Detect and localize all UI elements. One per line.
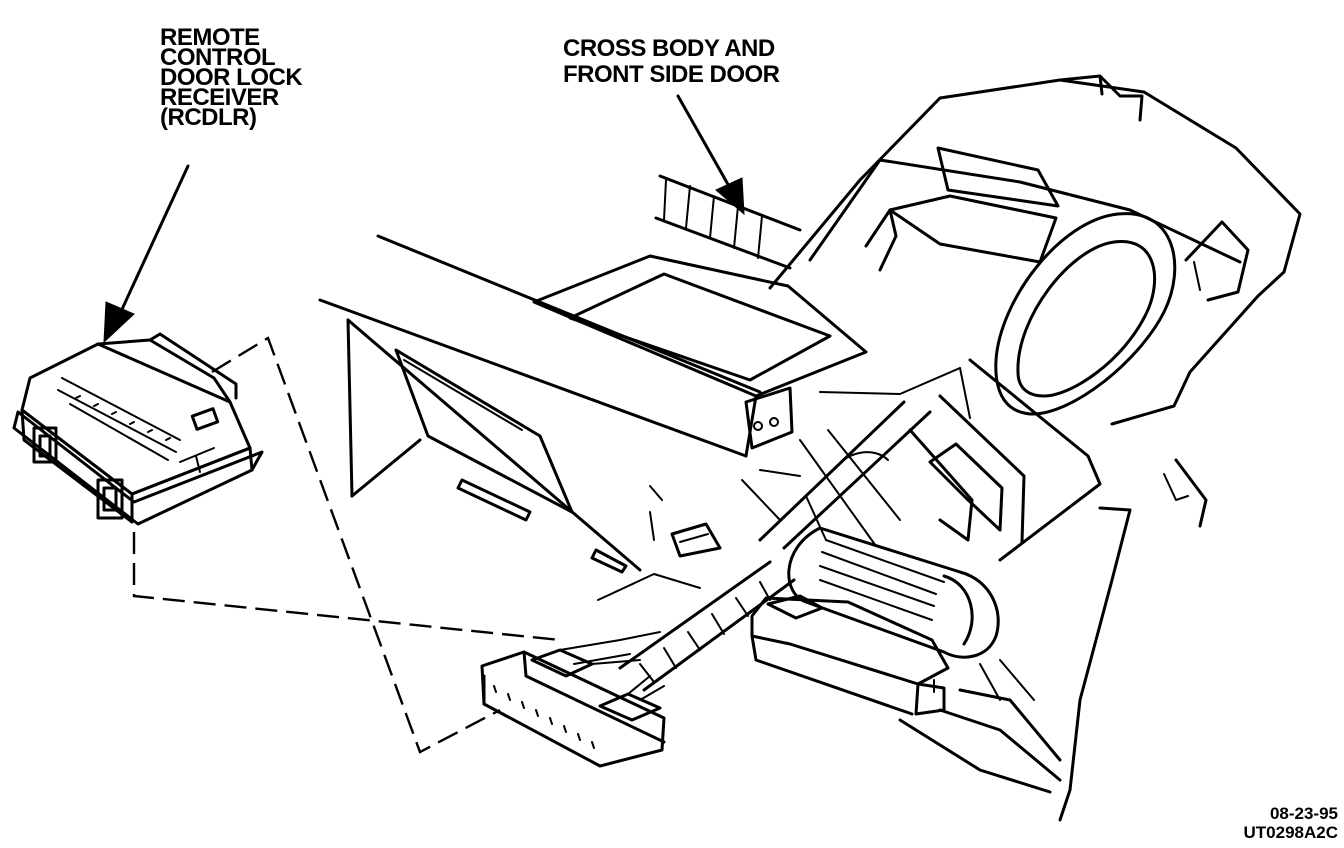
dashed-leader-lines xyxy=(132,336,561,754)
rcdlr-label-line: RECEIVER xyxy=(160,84,279,111)
rcdlr-label-line: (RCDLR) xyxy=(160,104,257,131)
rcdlr-module xyxy=(12,332,264,526)
figure-code: UT0298A2C xyxy=(1243,823,1339,842)
rcdlr-label: REMOTE CONTROL DOOR LOCK RECEIVER (RCDLR… xyxy=(160,24,303,131)
rcdlr-pointer-arrow xyxy=(103,164,190,344)
figure-date: 08-23-95 xyxy=(1269,804,1338,823)
vehicle-body-assembly xyxy=(318,74,1302,822)
rcdlr-label-line: REMOTE xyxy=(160,24,260,51)
rcdlr-label-line: CONTROL xyxy=(160,44,276,71)
figure-identifier: 08-23-95 UT0298A2C xyxy=(1232,804,1339,842)
harness-label: CROSS BODY AND FRONT SIDE DOOR xyxy=(563,36,780,88)
harness-label-line: CROSS BODY AND xyxy=(563,35,775,62)
harness-connector xyxy=(480,631,666,768)
harness-label-line: FRONT SIDE DOOR xyxy=(563,61,780,88)
rcdlr-label-line: DOOR LOCK xyxy=(160,64,303,91)
